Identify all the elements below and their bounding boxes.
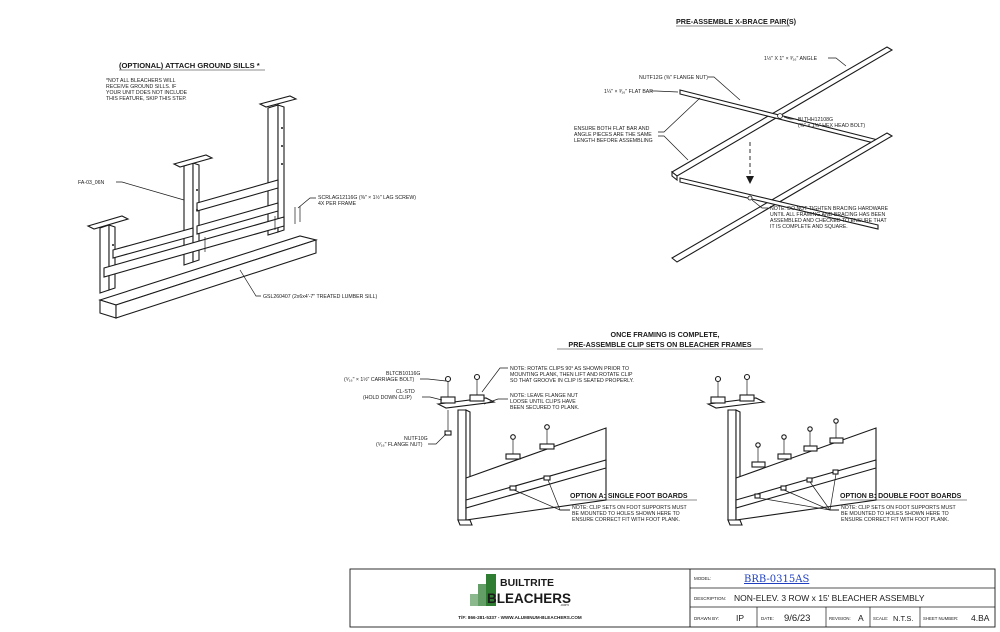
option-b-note-line-3: ENSURE CORRECT FIT WITH FOOT PLANK. [841,517,949,523]
option-b-title: OPTION B: DOUBLE FOOT BOARDS [840,493,962,500]
ground-sills-note-line-3: YOUR UNIT DOES NOT INCLUDE [106,90,188,96]
option-a-title: OPTION A: SINGLE FOOT BOARDS [570,493,688,500]
xbrace-note-line-3: ASSEMBLED AND CHECKED TO ENSURE THAT [770,218,887,224]
clip-sets-section: ONCE FRAMING IS COMPLETE, PRE-ASSEMBLE C… [344,330,967,526]
callout-ensure-line-1: ENSURE BOTH FLAT BAR AND [574,126,650,132]
title-block: BUILTRITE BLEACHERS .com T/F: 866-281-53… [349,568,996,628]
xbrace-section: PRE-ASSEMBLE X-BRACE PAIR(S) 1½" X 1" × … [574,17,894,263]
callout-ensure-line-2: ANGLE PIECES ARE THE SAME [574,132,652,138]
scale-label: SCALE: [873,616,888,621]
clip-sets-title-line-2: PRE-ASSEMBLE CLIP SETS ON BLEACHER FRAME… [568,340,751,349]
logo-line-2: BLEACHERS [487,591,571,606]
callout-sill-label: GSL260407 (2x6x4'-7" TREATED LUMBER SILL… [263,294,377,300]
xbrace-note-line-2: UNTIL ALL FRAMING AND BRACING HAS BEEN [770,212,885,218]
xbrace-note-line-1: NOTE: DO NOT TIGHTEN BRACING HARDWARE [770,206,889,212]
callout-bolt-code: BLTHH12108G [798,117,833,123]
description-label: DESCRIPTION: [694,596,726,601]
option-a-note-line-1: NOTE: CLIP SETS ON FOOT SUPPORTS MUST [572,505,688,511]
description-value: NON-ELEV. 3 ROW x 15' BLEACHER ASSEMBLY [734,593,925,603]
contact-line: T/F: 866-281-5337 - WWW.ALUMINUM-BLEACHE… [458,615,582,620]
option-b-drawing [706,373,877,526]
date-value: 9/6/23 [784,613,810,624]
option-a-note-line-3: ENSURE CORRECT FIT WITH FOOT PLANK. [572,517,680,523]
clip-callout-clip-desc: (HOLD DOWN CLIP) [363,395,412,401]
xbrace-flatbar-lower [679,177,879,230]
ground-sills-note-line-2: RECEIVE GROUND SILLS. IF [106,84,176,90]
option-a-note-line-2: BE MOUNTED TO HOLES SHOWN HERE TO [572,511,680,517]
sheet-number-label: SHEET NUMBER: [923,616,958,621]
callout-lag-screw-qty: 4X PER FRAME [318,201,357,207]
rotate-note-line-2: MOUNTING PLANK, THEN LIFT AND ROTATE CLI… [510,372,633,378]
clip-callout-clip-code: CL-STD [396,389,415,395]
clip-callout-bolt-desc: (⁵⁄₁₆" × 1½" CARRIAGE BOLT) [344,376,415,383]
rotate-note-line-1: NOTE: ROTATE CLIPS 90° AS SHOWN PRIOR TO [510,366,629,372]
callout-frame-label: FA-03_06N [78,180,104,186]
ground-sills-note-line-1: *NOT ALL BLEACHERS WILL [106,78,176,84]
ground-sills-section: (OPTIONAL) ATTACH GROUND SILLS * *NOT AL… [78,61,416,319]
callout-nut-label: NUTF12G (⅜" FLANGE NUT) [639,75,708,81]
revision-label: REVISION: [829,616,851,621]
drawn-by-value: IP [736,613,744,623]
callout-ensure-line-3: LENGTH BEFORE ASSEMBLING [574,138,653,144]
option-b-note-line-1: NOTE: CLIP SETS ON FOOT SUPPORTS MUST [841,505,957,511]
ground-sill-frame-drawing [86,95,318,319]
callout-flatbar-label: 1¼" × ³⁄₁₆" FLAT BAR [604,89,653,95]
builtrite-logo: BUILTRITE BLEACHERS .com [470,574,571,607]
xbrace-note-line-4: IT IS COMPLETE AND SQUARE. [770,224,848,230]
ground-sills-note-line-4: THIS FEATURE, SKIP THIS STEP. [106,96,187,102]
scale-value: N.T.S. [893,614,913,623]
loose-note-line-1: NOTE: LEAVE FLANGE NUT [510,393,579,399]
date-label: DATE: [761,616,774,621]
model-value-link[interactable]: BRB-0315AS [744,574,809,585]
option-b-note-line-2: BE MOUNTED TO HOLES SHOWN HERE TO [841,511,949,517]
sheet-number-value: 4.BA [971,613,990,623]
clip-callout-bolt-code: BLTCB10116G [386,371,420,377]
model-label: MODEL: [694,576,711,581]
drawn-by-label: DRAWN BY: [694,616,719,621]
logo-suffix: .com [560,602,569,607]
clip-callout-nut-desc: (⁵⁄₁₆" FLANGE NUT) [376,442,423,448]
logo-line-1: BUILTRITE [500,577,554,589]
option-a-drawing [436,373,607,526]
xbrace-angle-lower [671,132,894,263]
clip-callout-nut-code: NUTF10G [404,436,428,442]
ground-sills-title: (OPTIONAL) ATTACH GROUND SILLS * [119,61,260,70]
callout-lag-screw-label: SCRLAG12116G (⅜" × 1½" LAG SCREW) [318,194,416,201]
xbrace-title: PRE-ASSEMBLE X-BRACE PAIR(S) [676,17,797,26]
xbrace-angle-upper [671,46,894,177]
clip-sets-title-line-1: ONCE FRAMING IS COMPLETE, [610,330,719,339]
rotate-note-line-3: SO THAT GROOVE IN CLIP IS SEATED PROPERL… [510,378,634,384]
revision-value: A [858,613,864,623]
loose-note-line-3: BEEN SECURED TO PLANK. [510,405,579,411]
callout-angle-label: 1½" X 1" × ³⁄₁₆" ANGLE [764,55,818,62]
callout-bolt-desc: (⅜" × 1⅛" HEX HEAD BOLT) [798,123,865,129]
loose-note-line-2: LOOSE UNTIL CLIPS HAVE [510,399,576,405]
